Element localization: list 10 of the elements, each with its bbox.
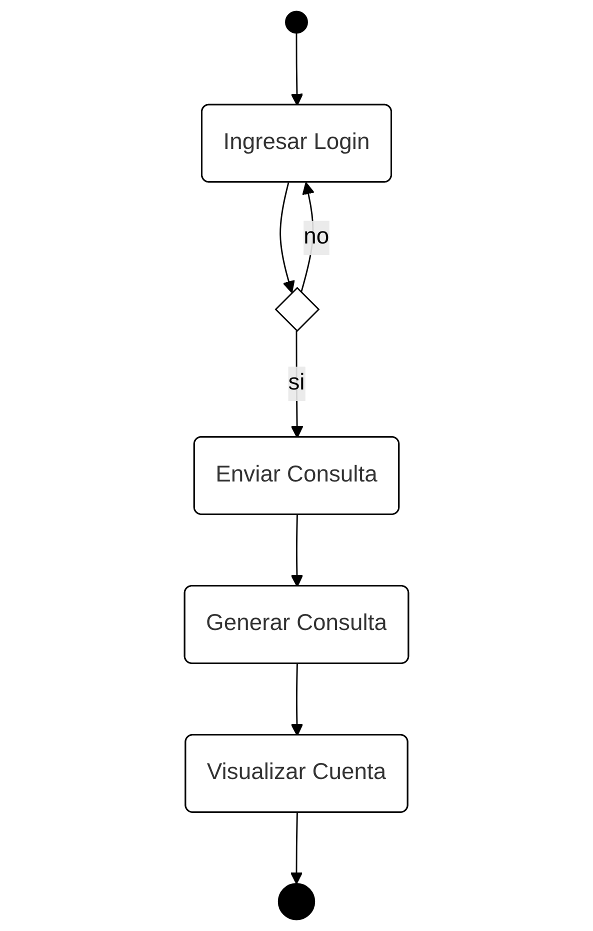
edge-label: si <box>288 370 305 396</box>
arrow <box>290 812 303 884</box>
node-circle <box>278 883 316 920</box>
node-circle <box>285 10 308 34</box>
arrow <box>290 32 304 106</box>
arrow <box>290 664 304 736</box>
node-diamond <box>274 286 320 332</box>
arrow <box>290 514 304 588</box>
edge-label: no <box>304 225 330 250</box>
arrow <box>280 182 295 294</box>
